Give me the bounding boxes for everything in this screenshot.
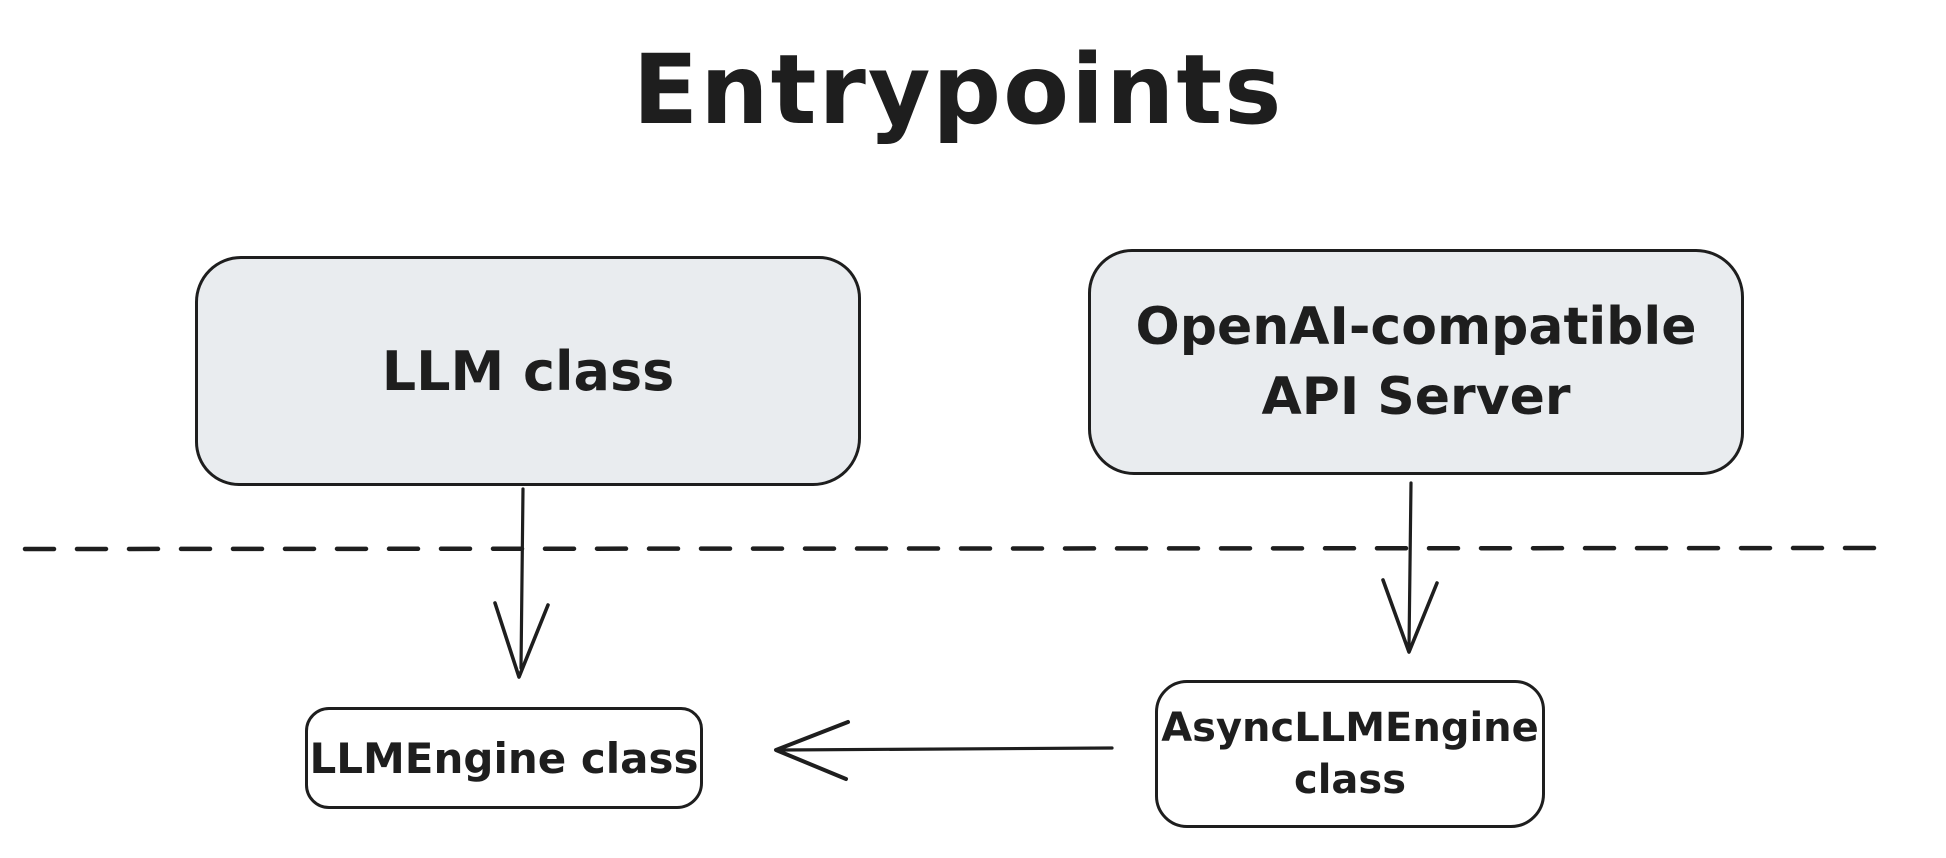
node-asyncllmengine-class-label: AsyncLLMEngine class (1161, 705, 1539, 803)
node-llm-class-label: LLM class (381, 339, 675, 403)
node-asyncllmengine-class: AsyncLLMEngine class (1155, 680, 1545, 828)
arrow-asyncllmengine-to-llmengine (774, 720, 1114, 781)
node-llm-class: LLM class (195, 256, 861, 486)
page-title: Entrypoints (632, 34, 1284, 146)
node-llmengine-class: LLMEngine class (305, 707, 703, 809)
dashed-divider-line (22, 545, 1896, 552)
arrow-apiserver-to-asyncllmengine (1381, 481, 1439, 654)
node-openai-compatible-api-server: OpenAI-compatible API Server (1088, 249, 1744, 475)
arrow-llm-to-llmengine (493, 487, 550, 679)
node-llmengine-class-label: LLMEngine class (309, 733, 699, 783)
node-openai-compatible-api-server-label: OpenAI-compatible API Server (1135, 296, 1697, 427)
